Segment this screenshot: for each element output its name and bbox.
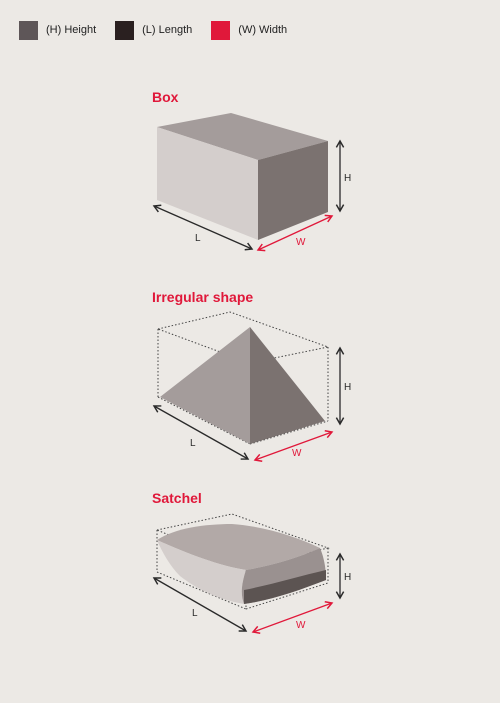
irregular-shape-diagram: H L W — [152, 311, 351, 462]
satchel-height-label: H — [344, 572, 351, 583]
satchel-top-face — [157, 524, 320, 570]
satchel-title: Satchel — [152, 490, 202, 506]
satchel-width-label: W — [296, 620, 306, 631]
legend-item-length: (L) Length — [115, 20, 193, 40]
satchel-flap-shadow — [244, 570, 326, 604]
satchel-length-arrow — [152, 577, 248, 632]
box-title: Box — [152, 89, 179, 105]
irregular-shape-title: Irregular shape — [152, 289, 254, 305]
box-diagram: H L W — [152, 113, 351, 252]
legend-label-length: (L) Length — [142, 24, 193, 36]
box-top-face — [157, 113, 328, 160]
pyramid-right-face — [250, 327, 325, 444]
length-swatch — [115, 20, 135, 40]
box-length-arrow — [152, 204, 254, 251]
box-length-label: L — [195, 233, 201, 244]
satchel-diagram: H L W — [152, 513, 351, 634]
box-width-arrow — [256, 214, 334, 252]
legend-item-height: (H) Height — [19, 20, 97, 40]
width-swatch — [211, 20, 231, 40]
irregular-width-arrow — [253, 430, 334, 462]
box-height-label: H — [344, 173, 351, 184]
satchel-width-arrow — [251, 601, 334, 634]
irregular-length-arrow — [152, 405, 250, 460]
irregular-length-label: L — [190, 438, 196, 449]
height-swatch — [19, 20, 38, 40]
satchel-length-label: L — [192, 608, 198, 619]
legend-item-width: (W) Width — [211, 20, 288, 40]
legend-label-height: (H) Height — [46, 24, 97, 36]
dimension-legend: (H) Height (L) Length (W) Width — [19, 20, 306, 40]
pyramid-left-face — [160, 327, 250, 444]
irregular-height-label: H — [344, 382, 351, 393]
legend-label-width: (W) Width — [238, 24, 288, 36]
irregular-width-label: W — [292, 448, 302, 459]
box-width-label: W — [296, 237, 306, 248]
